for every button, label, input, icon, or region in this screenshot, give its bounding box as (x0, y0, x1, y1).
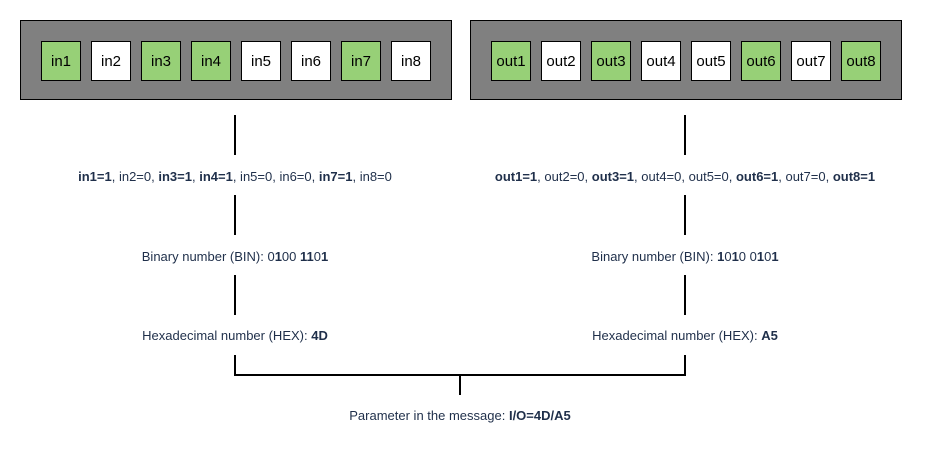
in6-cell: in6 (291, 41, 331, 81)
connector (234, 115, 236, 155)
input-states: in1=1, in2=0, in3=1, in4=1, in5=0, in6=0… (78, 169, 392, 184)
out6-cell: out6 (741, 41, 781, 81)
connector (684, 195, 686, 235)
out3-cell: out3 (591, 41, 631, 81)
state-in3: in3=1 (158, 169, 192, 184)
out5-cell: out5 (691, 41, 731, 81)
message-parameter: Parameter in the message: I/O=4D/A5 (349, 408, 571, 423)
out8-cell: out8 (841, 41, 881, 81)
state-in2: in2=0 (118, 169, 152, 184)
in2-cell: in2 (91, 41, 131, 81)
output-hex-value: A5 (761, 328, 778, 343)
output-states: out1=1, out2=0, out3=1, out4=0, out5=0, … (494, 169, 876, 184)
out4-cell: out4 (641, 41, 681, 81)
connector (459, 376, 461, 395)
state-out2: out2=0 (544, 169, 585, 184)
state-out6: out6=1 (735, 169, 779, 184)
input-hex: Hexadecimal number (HEX): 4D (142, 328, 328, 343)
connector (684, 355, 686, 376)
connector (684, 275, 686, 315)
state-in4: in4=1 (199, 169, 233, 184)
state-out3: out3=1 (591, 169, 635, 184)
state-in1: in1=1 (78, 169, 112, 184)
connector (234, 355, 236, 376)
in8-cell: in8 (391, 41, 431, 81)
state-out5: out5=0 (688, 169, 729, 184)
state-out7: out7=0 (785, 169, 826, 184)
in7-cell: in7 (341, 41, 381, 81)
state-in7: in7=1 (318, 169, 353, 184)
state-out4: out4=0 (641, 169, 682, 184)
connector (684, 115, 686, 155)
out2-cell: out2 (541, 41, 581, 81)
in1-cell: in1 (41, 41, 81, 81)
input-hex-value: 4D (311, 328, 328, 343)
output-binary: Binary number (BIN): 1010 0101 (591, 249, 779, 264)
message-value: I/O=4D/A5 (508, 408, 571, 423)
output-hex: Hexadecimal number (HEX): A5 (592, 328, 778, 343)
state-in8: in8=0 (359, 169, 392, 184)
in3-cell: in3 (141, 41, 181, 81)
state-out8: out8=1 (832, 169, 876, 184)
out1-cell: out1 (491, 41, 531, 81)
state-in5: in5=0 (240, 169, 273, 184)
connector (234, 275, 236, 315)
input-binary: Binary number (BIN): 0100 1101 (141, 249, 329, 264)
connector (234, 195, 236, 235)
in5-cell: in5 (241, 41, 281, 81)
bracket-line (234, 374, 686, 376)
in4-cell: in4 (191, 41, 231, 81)
out7-cell: out7 (791, 41, 831, 81)
state-in6: in6=0 (279, 169, 312, 184)
state-out1: out1=1 (494, 169, 538, 184)
